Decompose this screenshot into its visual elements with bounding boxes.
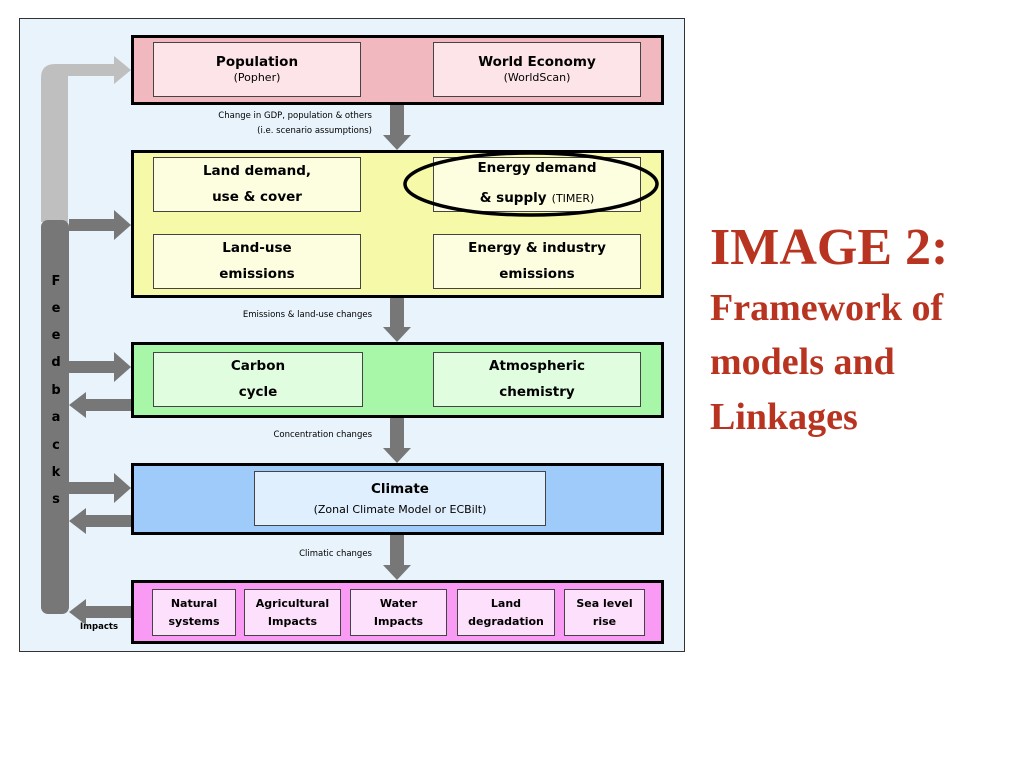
gdp-link-label-line2: (i.e. scenario assumptions) <box>257 126 372 136</box>
climatic-link-label: Climatic changes <box>299 549 372 559</box>
natural-systems-box: Natural systems <box>152 589 236 636</box>
agricultural-impacts-line2: Impacts <box>267 614 318 628</box>
down-arrow-2 <box>383 298 411 342</box>
feedbacks-letter: e <box>51 328 61 343</box>
sea-level-rise-line1: Sea level <box>576 596 633 610</box>
world-economy-box: World Economy (WorldScan) <box>433 42 641 97</box>
land-use-emissions-line1: Land-use <box>222 239 292 256</box>
world-economy-sub: (WorldScan) <box>503 71 571 85</box>
agricultural-impacts-line1: Agricultural <box>255 596 330 610</box>
land-degradation-line2: degradation <box>468 614 544 628</box>
climate-sub: (Zonal Climate Model or ECBilt) <box>313 502 487 516</box>
carbon-cycle-line2: cycle <box>238 383 278 400</box>
feedbacks-letter: a <box>51 410 61 425</box>
land-use-emissions-box: Land-use emissions <box>153 234 361 289</box>
output-arrow-climate <box>69 508 131 534</box>
slide-subtitle-line3: Linkages <box>710 396 858 438</box>
land-demand-box: Land demand, use & cover <box>153 157 361 212</box>
slide-subtitle-line1: Framework of <box>710 287 944 329</box>
carbon-cycle-box: Carbon cycle <box>153 352 363 407</box>
feedbacks-letter: F <box>51 274 61 289</box>
agricultural-impacts-box: Agricultural Impacts <box>244 589 341 636</box>
natural-systems-line2: systems <box>168 614 220 628</box>
climate-title: Climate <box>371 480 429 497</box>
slide-title: IMAGE 2: <box>710 219 949 276</box>
energy-industry-line2: emissions <box>499 265 575 282</box>
top-feedback-arrow <box>41 56 131 222</box>
water-impacts-box: Water Impacts <box>350 589 447 636</box>
concentration-link-label: Concentration changes <box>273 430 372 440</box>
population-sub: (Popher) <box>233 71 281 85</box>
energy-demand-sub: (TIMER) <box>551 192 595 206</box>
sea-level-rise-line2: rise <box>592 614 617 628</box>
atmospheric-chemistry-line2: chemistry <box>499 383 575 400</box>
atmospheric-chemistry-box: Atmospheric chemistry <box>433 352 641 407</box>
sea-level-rise-box: Sea level rise <box>564 589 645 636</box>
energy-demand-line1: Energy demand <box>477 160 597 177</box>
timer-highlight-ellipse <box>403 151 659 217</box>
down-arrow-4 <box>383 535 411 580</box>
feedbacks-bar <box>41 220 69 614</box>
feedbacks-letter: c <box>52 438 60 453</box>
emissions-link-label: Emissions & land-use changes <box>242 310 372 320</box>
feedbacks-letter: s <box>52 492 60 507</box>
feedbacks-letter: k <box>51 465 61 480</box>
carbon-cycle-line1: Carbon <box>230 357 286 374</box>
water-impacts-line2: Impacts <box>373 614 424 628</box>
down-arrow-3 <box>383 418 411 463</box>
atmospheric-chemistry-line1: Atmospheric <box>489 357 585 374</box>
slide-subtitle-line2: models and <box>710 341 895 383</box>
feedback-arrow-carbon <box>69 352 131 382</box>
energy-demand-line2: & supply <box>479 190 547 207</box>
feedback-arrow-land <box>69 210 131 240</box>
natural-systems-line1: Natural <box>170 596 218 610</box>
output-arrow-impacts <box>69 599 131 625</box>
down-arrow-1 <box>383 105 411 150</box>
water-impacts-line1: Water <box>379 596 418 610</box>
world-economy-title: World Economy <box>478 54 596 71</box>
energy-demand-box: Energy demand & supply (TIMER) <box>433 157 641 212</box>
gdp-link-label-line1: Change in GDP, population & others <box>218 111 372 121</box>
land-use-emissions-line2: emissions <box>219 265 295 282</box>
land-degradation-line1: Land <box>490 596 522 610</box>
land-demand-line1: Land demand, <box>202 162 312 179</box>
land-demand-line2: use & cover <box>212 188 302 205</box>
energy-industry-line1: Energy & industry <box>468 239 606 256</box>
land-degradation-box: Land degradation <box>457 589 555 636</box>
feedbacks-letter: d <box>51 355 61 370</box>
population-box: Population (Popher) <box>153 42 361 97</box>
climate-box: Climate (Zonal Climate Model or ECBilt) <box>254 471 546 526</box>
feedback-arrow-climate <box>69 473 131 503</box>
feedbacks-letter: e <box>51 301 61 316</box>
energy-industry-box: Energy & industry emissions <box>433 234 641 289</box>
diagram-frame <box>19 18 685 652</box>
impacts-label: Impacts <box>80 622 119 632</box>
population-title: Population <box>215 54 299 71</box>
output-arrow-carbon <box>69 392 131 418</box>
feedbacks-letter: b <box>51 383 61 398</box>
